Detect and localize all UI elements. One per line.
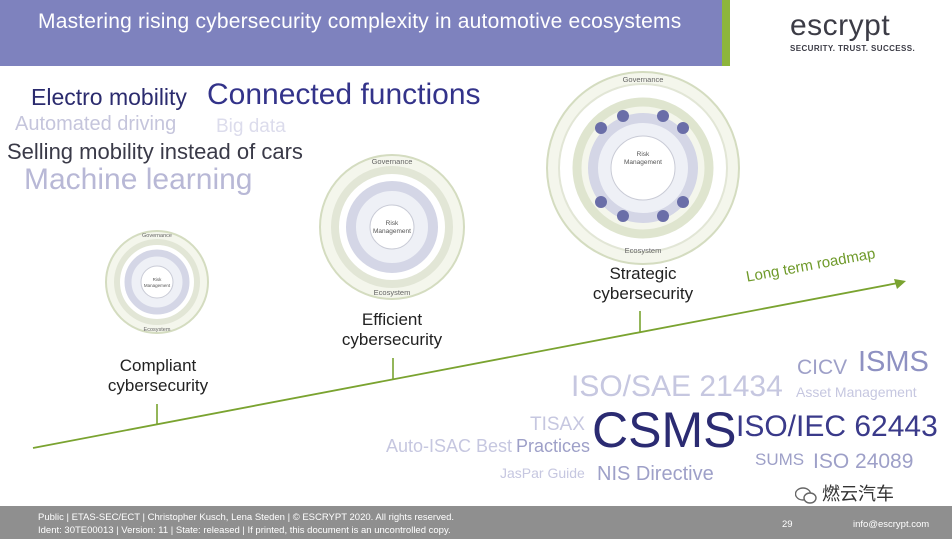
governance-label: Governance (623, 75, 664, 84)
std-iso-24089: ISO 24089 (813, 450, 914, 473)
stage-compliant-line2: cybersecurity (107, 376, 209, 395)
trend-selling-mobility: Selling mobility instead of cars (7, 139, 303, 164)
std-asset-management: Asset Management (796, 384, 917, 400)
trend-automated-driving: Automated driving (15, 113, 177, 135)
trend-big-data: Big data (216, 116, 286, 137)
stage-efficient-line2: cybersecurity (341, 330, 443, 349)
std-nis-directive: NIS Directive (597, 463, 714, 485)
trend-connected-functions: Connected functions (207, 78, 481, 111)
std-iso-iec-62443: ISO/IEC 62443 (736, 410, 938, 443)
stage-compliant: Compliant cybersecurity (98, 356, 218, 396)
std-isms: ISMS (858, 346, 929, 378)
governance-label: Governance (142, 233, 172, 239)
management-label: Management (624, 159, 662, 166)
stage-compliant-line1: Compliant (119, 356, 197, 375)
accent-divider (722, 0, 730, 66)
escrypt-logo: escrypt (790, 9, 891, 42)
management-label: Management (144, 283, 171, 288)
footer-line1: Public | ETAS-SEC/ECT | Christopher Kusc… (38, 512, 455, 523)
wechat-icon (794, 487, 817, 505)
strategic-maturity-diagram: Governance Ecosystem Risk Management (546, 71, 740, 265)
std-auto-isac: Auto-ISAC Best (386, 436, 513, 456)
risk-label: Risk (386, 220, 399, 227)
stage-strategic-line2: cybersecurity (592, 284, 694, 303)
title-bar (0, 0, 722, 66)
footer-bar (0, 506, 952, 539)
std-iso-sae-21434: ISO/SAE 21434 (571, 370, 783, 403)
risk-label: Risk (153, 277, 162, 282)
slide-title: Mastering rising cybersecurity complexit… (38, 10, 682, 33)
std-sums: SUMS (755, 450, 805, 469)
std-csms: CSMS (592, 402, 737, 458)
governance-label: Governance (372, 157, 413, 166)
stage-efficient: Efficient cybersecurity (332, 310, 452, 350)
std-practices: Practices (516, 436, 591, 456)
risk-label: Risk (637, 151, 650, 158)
ecosystem-label: Ecosystem (374, 288, 411, 297)
logo-area (730, 0, 952, 66)
footer-email[interactable]: info@escrypt.com (853, 519, 930, 530)
stage-strategic: Strategic cybersecurity (583, 264, 703, 304)
management-label: Management (373, 228, 411, 235)
logo-tagline: SECURITY. TRUST. SUCCESS. (790, 44, 916, 53)
std-tisax: TISAX (530, 414, 585, 435)
ecosystem-label: Ecosystem (144, 327, 171, 333)
trend-machine-learning: Machine learning (24, 163, 253, 196)
trend-electro-mobility: Electro mobility (31, 84, 187, 110)
footer-line2: Ident: 30TE00013 | Version: 11 | State: … (38, 525, 451, 536)
compliant-maturity-diagram: Governance Ecosystem Risk Management (105, 230, 209, 334)
std-jaspar-guide: JasPar Guide (500, 465, 585, 481)
stage-strategic-line1: Strategic (609, 264, 677, 283)
efficient-maturity-diagram: Governance Ecosystem Risk Management (319, 154, 465, 300)
stage-efficient-line1: Efficient (361, 310, 423, 329)
watermark-text: 燃云汽车 (822, 484, 894, 505)
std-cicv: CICV (797, 356, 848, 379)
page-number: 29 (782, 519, 793, 530)
ecosystem-label: Ecosystem (625, 246, 662, 255)
